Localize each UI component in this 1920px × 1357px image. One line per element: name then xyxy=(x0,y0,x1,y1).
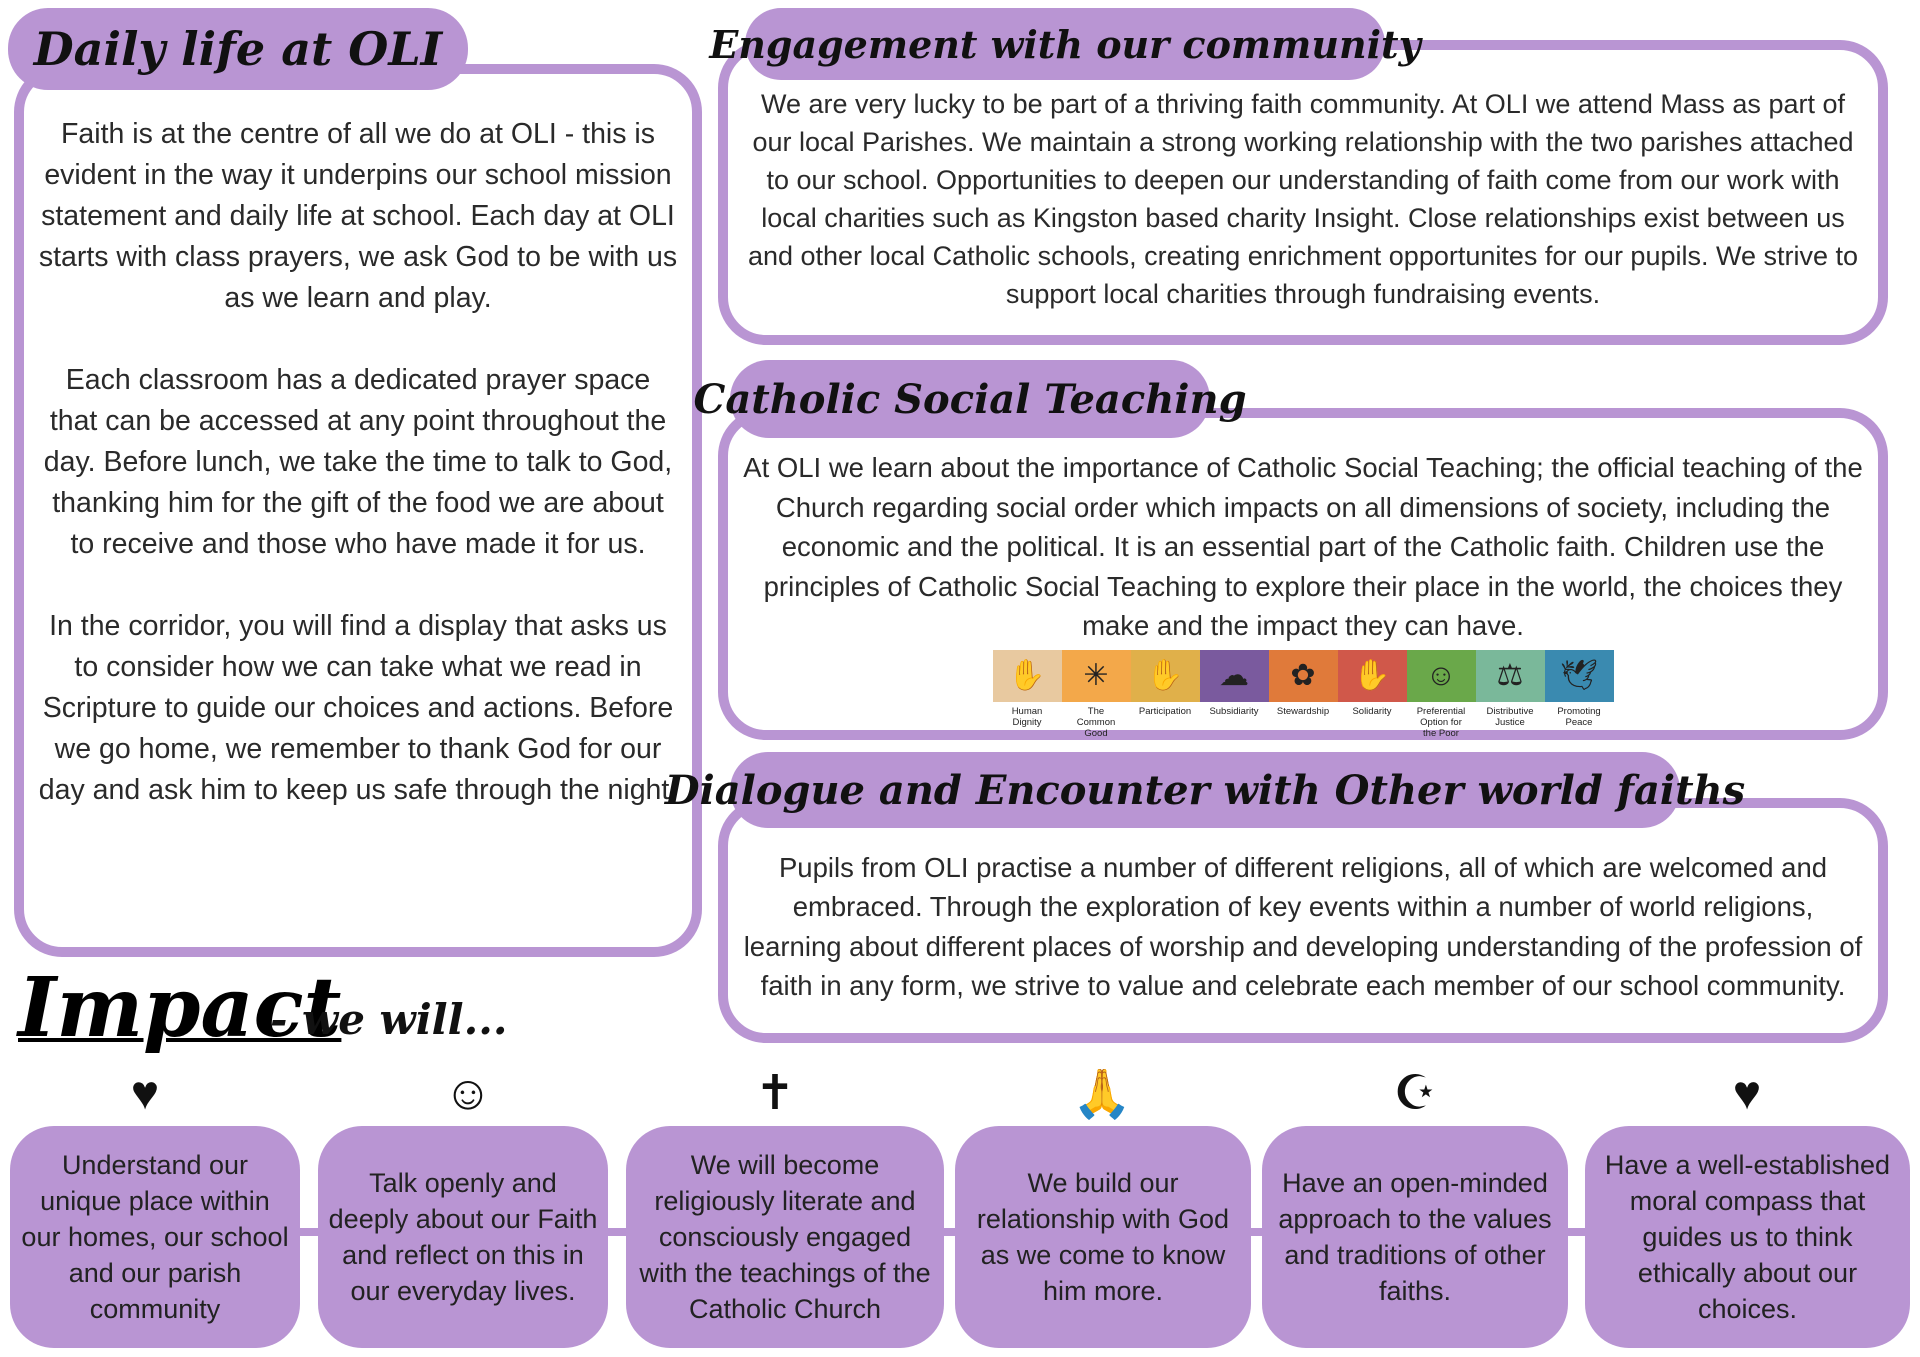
cst-panel: At OLI we learn about the importance of … xyxy=(718,408,1888,740)
cst-principle-label: Human Dignity xyxy=(1011,705,1043,728)
cst-principle-icon: ☁ xyxy=(1199,649,1269,702)
impact-item: Have a well-established moral compass th… xyxy=(1585,1126,1910,1348)
engagement-text: We are very lucky to be part of a thrivi… xyxy=(747,88,1859,309)
cst-principle: ✋ Solidarity xyxy=(1337,649,1407,739)
cst-principle-icon: 🕊 xyxy=(1544,649,1614,702)
daily-life-panel: Faith is at the centre of all we do at O… xyxy=(14,64,702,957)
impact-item-text: Talk openly and deeply about our Faith a… xyxy=(328,1168,598,1306)
cst-principle: ☺Preferential Option for the Poor xyxy=(1406,649,1476,739)
cst-principle: ✳The Common Good xyxy=(1061,649,1131,739)
engagement-title: Engagement with our community xyxy=(709,8,1421,80)
cst-principle-label: Stewardship xyxy=(1276,705,1330,717)
impact-item-text: Have a well-established moral compass th… xyxy=(1604,1150,1891,1324)
daily-life-title: Daily life at OLI xyxy=(8,8,468,90)
cst-principle-label: Promoting Peace xyxy=(1557,705,1601,728)
cst-principle-icon: ✳ xyxy=(1061,649,1131,702)
cst-principle-icon: ☺ xyxy=(1406,649,1476,702)
cst-principle: ✋ Human Dignity xyxy=(992,649,1062,739)
cst-principle-icon: ✋ xyxy=(1337,649,1407,702)
impact-subtitle: - we will... xyxy=(270,995,508,1044)
cst-principle: 🕊 Promoting Peace xyxy=(1544,649,1614,739)
cst-principle: ☁ Subsidiarity xyxy=(1199,649,1269,739)
dialogue-title: Dialogue and Encounter with Other world … xyxy=(665,752,1745,828)
cst-principle: ✋ Participation xyxy=(1130,649,1200,739)
cst-principle-label: Subsidiarity xyxy=(1209,705,1259,717)
impact-item-text: Have an open-minded approach to the valu… xyxy=(1278,1168,1552,1306)
daily-paragraph-2: Each classroom has a dedicated prayer sp… xyxy=(43,364,673,560)
impact-item: Have an open-minded approach to the valu… xyxy=(1262,1126,1568,1348)
dialogue-text: Pupils from OLI practise a number of dif… xyxy=(743,851,1863,1002)
cst-principle: ✿ Stewardship xyxy=(1268,649,1338,739)
impact-item: Understand our unique place within our h… xyxy=(10,1126,300,1348)
impact-item-text: Understand our unique place within our h… xyxy=(21,1150,289,1324)
cst-principle-label: Solidarity xyxy=(1352,705,1392,717)
impact-title: Impact xyxy=(18,960,342,1056)
impact-item: We build our relationship with God as we… xyxy=(955,1126,1251,1348)
cst-principle-icon: ⚖ xyxy=(1475,649,1545,702)
cst-principles-strip: ✋Human Dignity✳The Common Good✋Participa… xyxy=(740,649,1866,739)
cst-principle-label: The Common Good xyxy=(1076,705,1116,739)
cst-principle-label: Distributive Justice xyxy=(1486,705,1534,728)
cst-principle-label: Participation xyxy=(1138,705,1192,717)
cst-title: Catholic Social Teaching xyxy=(693,360,1247,438)
fingerprint-heart-icon: ♥ xyxy=(130,1066,160,1120)
daily-paragraph-3: In the corridor, you will find a display… xyxy=(38,610,678,806)
thinking-person-icon: ☺ xyxy=(443,1066,493,1120)
daily-paragraph-1: Faith is at the centre of all we do at O… xyxy=(38,118,678,314)
cst-principle-icon: ✿ xyxy=(1268,649,1338,702)
impact-item-text: We build our relationship with God as we… xyxy=(976,1168,1230,1306)
engagement-panel: We are very lucky to be part of a thrivi… xyxy=(718,40,1888,345)
cst-principle: ⚖ Distributive Justice xyxy=(1475,649,1545,739)
cst-principle-icon: ✋ xyxy=(992,649,1062,702)
cst-principle-label: Preferential Option for the Poor xyxy=(1416,705,1466,739)
impact-item: We will become religiously literate and … xyxy=(626,1126,944,1348)
impact-item: Talk openly and deeply about our Faith a… xyxy=(318,1126,608,1348)
hand-heart-icon: ♥ xyxy=(1732,1066,1762,1120)
world-faiths-icon: ☪ xyxy=(1393,1067,1437,1120)
impact-item-text: We will become religiously literate and … xyxy=(639,1150,931,1324)
praying-hands-icon: 🙏 xyxy=(1072,1067,1132,1121)
dialogue-panel: Pupils from OLI practise a number of dif… xyxy=(718,798,1888,1043)
bible-icon: ✝ xyxy=(754,1067,796,1120)
cst-text: At OLI we learn about the importance of … xyxy=(743,452,1863,641)
cst-principle-icon: ✋ xyxy=(1130,649,1200,702)
